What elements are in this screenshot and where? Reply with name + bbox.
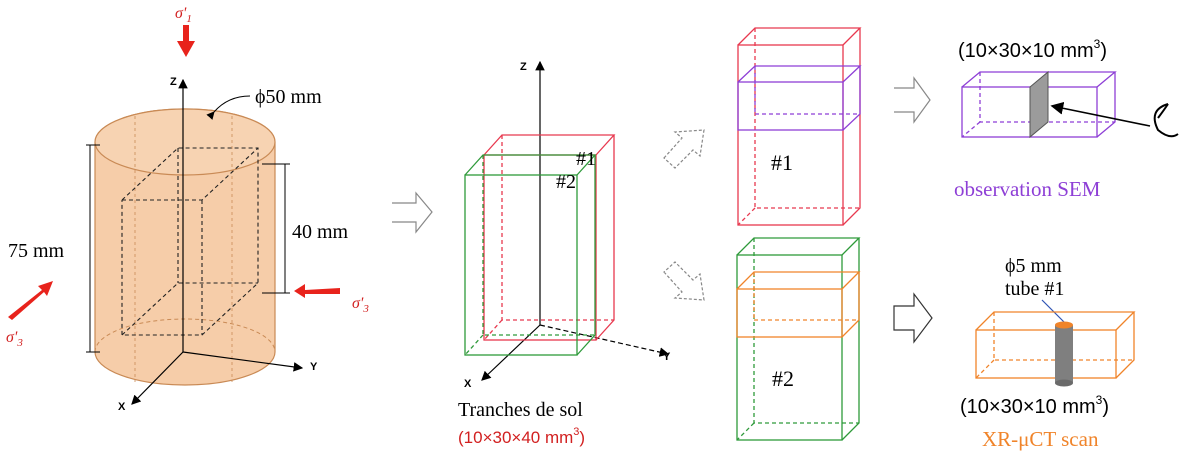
diameter-label: ϕ50 mm [255, 86, 322, 108]
arrow-diagonal-up-outline-icon [663, 129, 705, 169]
cyl-axis-y-label: Y [310, 361, 318, 373]
cylinder-panel: Z Y X ϕ50 mm 75 mm 40 mm σ'1 σ'3 σ'3 [6, 5, 369, 413]
arrow-diagonal-down-outline-icon [663, 261, 705, 301]
sem-panel: (10×30×10 mm3) observation SEM [954, 37, 1179, 201]
ct-panel: ϕ5 mm tube #1 (10×30×10 mm3) XR-μCT scan [960, 255, 1136, 451]
sigma3-right-label: σ'3 [352, 295, 369, 315]
cyl-axis-z-label: Z [170, 76, 177, 88]
sigma3-left-label: σ'3 [6, 329, 23, 349]
slice-1-view-label: #1 [771, 150, 793, 175]
eye-icon [1153, 103, 1179, 138]
ct-dims: (10×30×10 mm3) [960, 393, 1109, 418]
slice-axis-x-label: X [464, 378, 472, 390]
cylinder-top [94, 108, 276, 176]
cylinder-bottom-back [94, 318, 276, 353]
tube-diameter-label: ϕ5 mm [1005, 255, 1062, 277]
ct-sample-box [975, 311, 1136, 379]
slices-dims: (10×30×40 mm3) [458, 426, 585, 447]
slice-2-view [736, 237, 861, 441]
ct-label: XR-μCT scan [982, 427, 1099, 451]
slice-2-view-label: #2 [772, 366, 794, 391]
arrow-right-outline-icon-3 [893, 292, 933, 344]
sigma1-arrow-icon [177, 25, 195, 57]
slice-2-label: #2 [556, 171, 576, 193]
sem-cut-plane [1029, 70, 1049, 139]
arrow-right-outline-icon-2 [894, 76, 931, 124]
sigma1-label: σ'1 [175, 5, 192, 25]
arrow-right-outline-icon [392, 191, 433, 234]
slice-1-view [737, 27, 862, 226]
sem-dims: (10×30×10 mm3) [958, 37, 1107, 62]
slice-axis-y-label: Y [663, 351, 671, 363]
sigma3-left-arrow-icon [8, 281, 53, 320]
slice-axis-z-label: Z [520, 61, 527, 73]
tube-label: tube #1 [1005, 278, 1064, 300]
slice-2-box [464, 154, 597, 356]
tube-cylinder-icon [1055, 321, 1073, 387]
inner-box [121, 147, 259, 336]
slices-caption: Tranches de sol [458, 399, 583, 421]
cyl-axis-x-label: X [118, 401, 126, 413]
sigma3-right-arrow-icon [294, 284, 340, 298]
sem-label: observation SEM [954, 177, 1101, 201]
height-label: 75 mm [8, 240, 65, 262]
slice-1-label: #1 [576, 148, 596, 170]
slices-panel: Z Y X #1 #2 Tranches de sol (10×30×40 mm… [458, 60, 671, 447]
inner-height-label: 40 mm [292, 221, 349, 243]
